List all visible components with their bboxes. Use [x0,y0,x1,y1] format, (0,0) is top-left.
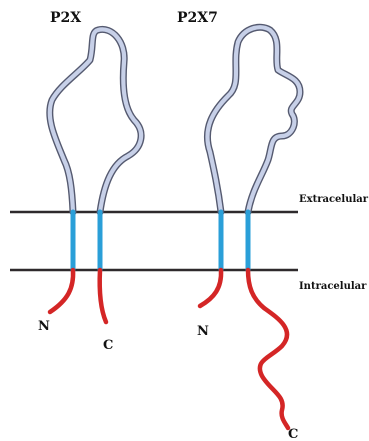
p2x-n-terminal-tail [50,270,73,312]
p2x7-extracellular-loop [207,27,300,212]
p2x-title: P2X [50,10,81,26]
p2x-extracellular-loop [50,29,141,212]
p2x7-n-terminus-label: N [197,324,209,339]
p2x-c-terminal-tail [100,270,106,322]
p2x7-c-terminal-tail [248,270,288,428]
p2x7-c-terminus-label: C [288,427,298,441]
intracellular-label: Intracelular [299,281,367,292]
extracellular-label: Extracelular [299,194,369,205]
p2x7-title: P2X7 [177,10,218,26]
p2x-c-terminus-label: C [103,338,113,353]
p2x-n-terminus-label: N [38,319,50,334]
p2x7-n-terminal-tail [200,270,221,306]
